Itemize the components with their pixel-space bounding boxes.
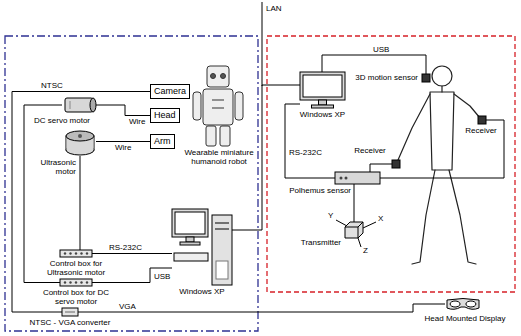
- node-text: Ultrasonic motor: [34, 158, 76, 176]
- axis-label: X: [378, 214, 383, 223]
- polhemus-sensor: Polhemus sensor: [335, 172, 380, 184]
- wire-connector: [12, 92, 150, 313]
- head-mounted-display: Head Mounted Display: [445, 297, 481, 311]
- node-text: Control box for Ultrasonic motor: [40, 259, 112, 277]
- operator-figure: [398, 66, 480, 264]
- signal-label: Wire: [114, 143, 132, 152]
- axis-label: Y: [328, 211, 333, 220]
- node-text: Polhemus sensor: [285, 186, 351, 195]
- node-text: NTSC - VGA converter: [22, 318, 118, 327]
- control-box: Control box for Ultrasonic motor: [60, 250, 92, 257]
- receiver: Receiver: [478, 116, 486, 124]
- signal-label: NTSC: [40, 81, 64, 90]
- node-text: Head Mounted Display: [417, 314, 513, 323]
- node-text: Transmitter: [295, 238, 341, 247]
- signal-label: Wire: [128, 117, 146, 126]
- node-text: Windows XP: [168, 287, 236, 296]
- operator-side-region: [267, 36, 515, 292]
- signal-label: USB: [372, 45, 390, 54]
- node-text: Head: [154, 110, 176, 121]
- wire-connector: [80, 156, 81, 250]
- receiver: Receiver: [392, 160, 400, 168]
- wire-connector: [370, 164, 392, 172]
- control-box-icon: [60, 250, 92, 257]
- node-text: Control box for DC servo motor: [40, 288, 112, 306]
- axis-arrows: [336, 220, 376, 247]
- computer-icon: [172, 205, 232, 285]
- lan-line: [262, 2, 263, 86]
- component-box: Arm: [150, 134, 175, 149]
- signal-label: RS-232C: [288, 148, 323, 157]
- node-text: Receiver: [464, 126, 498, 135]
- ultrasonic-motor-icon: [64, 130, 96, 156]
- ultrasonic-motor: Ultrasonic motor: [64, 130, 96, 156]
- dc-servo-motor-icon: [62, 96, 102, 114]
- node-text: Camera: [154, 86, 186, 97]
- network-label: LAN: [266, 4, 282, 13]
- control-box-icon: [60, 279, 92, 286]
- node-text: Windows XP: [292, 110, 353, 119]
- node-text: 3D motion sensor: [344, 73, 418, 82]
- converter-icon: [62, 308, 78, 316]
- wire-connector: [380, 120, 504, 178]
- polhemus-sensor-icon: [335, 172, 380, 184]
- wire-connector: [322, 55, 426, 74]
- axis-label: Z: [363, 246, 368, 255]
- computer: Windows XP: [172, 205, 232, 285]
- wire-connector: [24, 105, 62, 283]
- transmitter-icon: [345, 222, 363, 238]
- transmitter: Transmitter: [345, 222, 363, 238]
- converter: NTSC - VGA converter: [62, 308, 78, 316]
- control-box: Control box for DC servo motor: [60, 279, 92, 286]
- signal-label: USB: [153, 272, 171, 281]
- computer-monitor: Windows XP: [300, 72, 345, 108]
- robot-label: Wearable miniature humanoid robot: [182, 148, 256, 166]
- motion-sensor: 3D motion sensor: [422, 74, 430, 82]
- robot-side-region: [5, 36, 258, 331]
- component-box: Camera: [150, 84, 190, 99]
- signal-label: RS-232C: [108, 243, 143, 252]
- wire-connector: [354, 184, 355, 222]
- head-mounted-display-icon: [445, 297, 481, 311]
- wire-connector: [102, 105, 150, 116]
- motion-sensor-icon: [422, 74, 430, 82]
- dc-servo-motor: DC servo motor: [62, 96, 102, 114]
- humanoid-robot: [193, 66, 243, 146]
- node-text: Receiver: [352, 146, 388, 155]
- wire-connector: [96, 141, 150, 142]
- component-box: Head: [150, 108, 180, 123]
- node-text: Arm: [154, 136, 171, 147]
- node-text: DC servo motor: [34, 116, 104, 125]
- computer-monitor-icon: [300, 72, 345, 108]
- wire-connector: [92, 253, 172, 254]
- receiver-icon: [392, 160, 400, 168]
- receiver-icon: [478, 116, 486, 124]
- signal-label: VGA: [118, 302, 137, 311]
